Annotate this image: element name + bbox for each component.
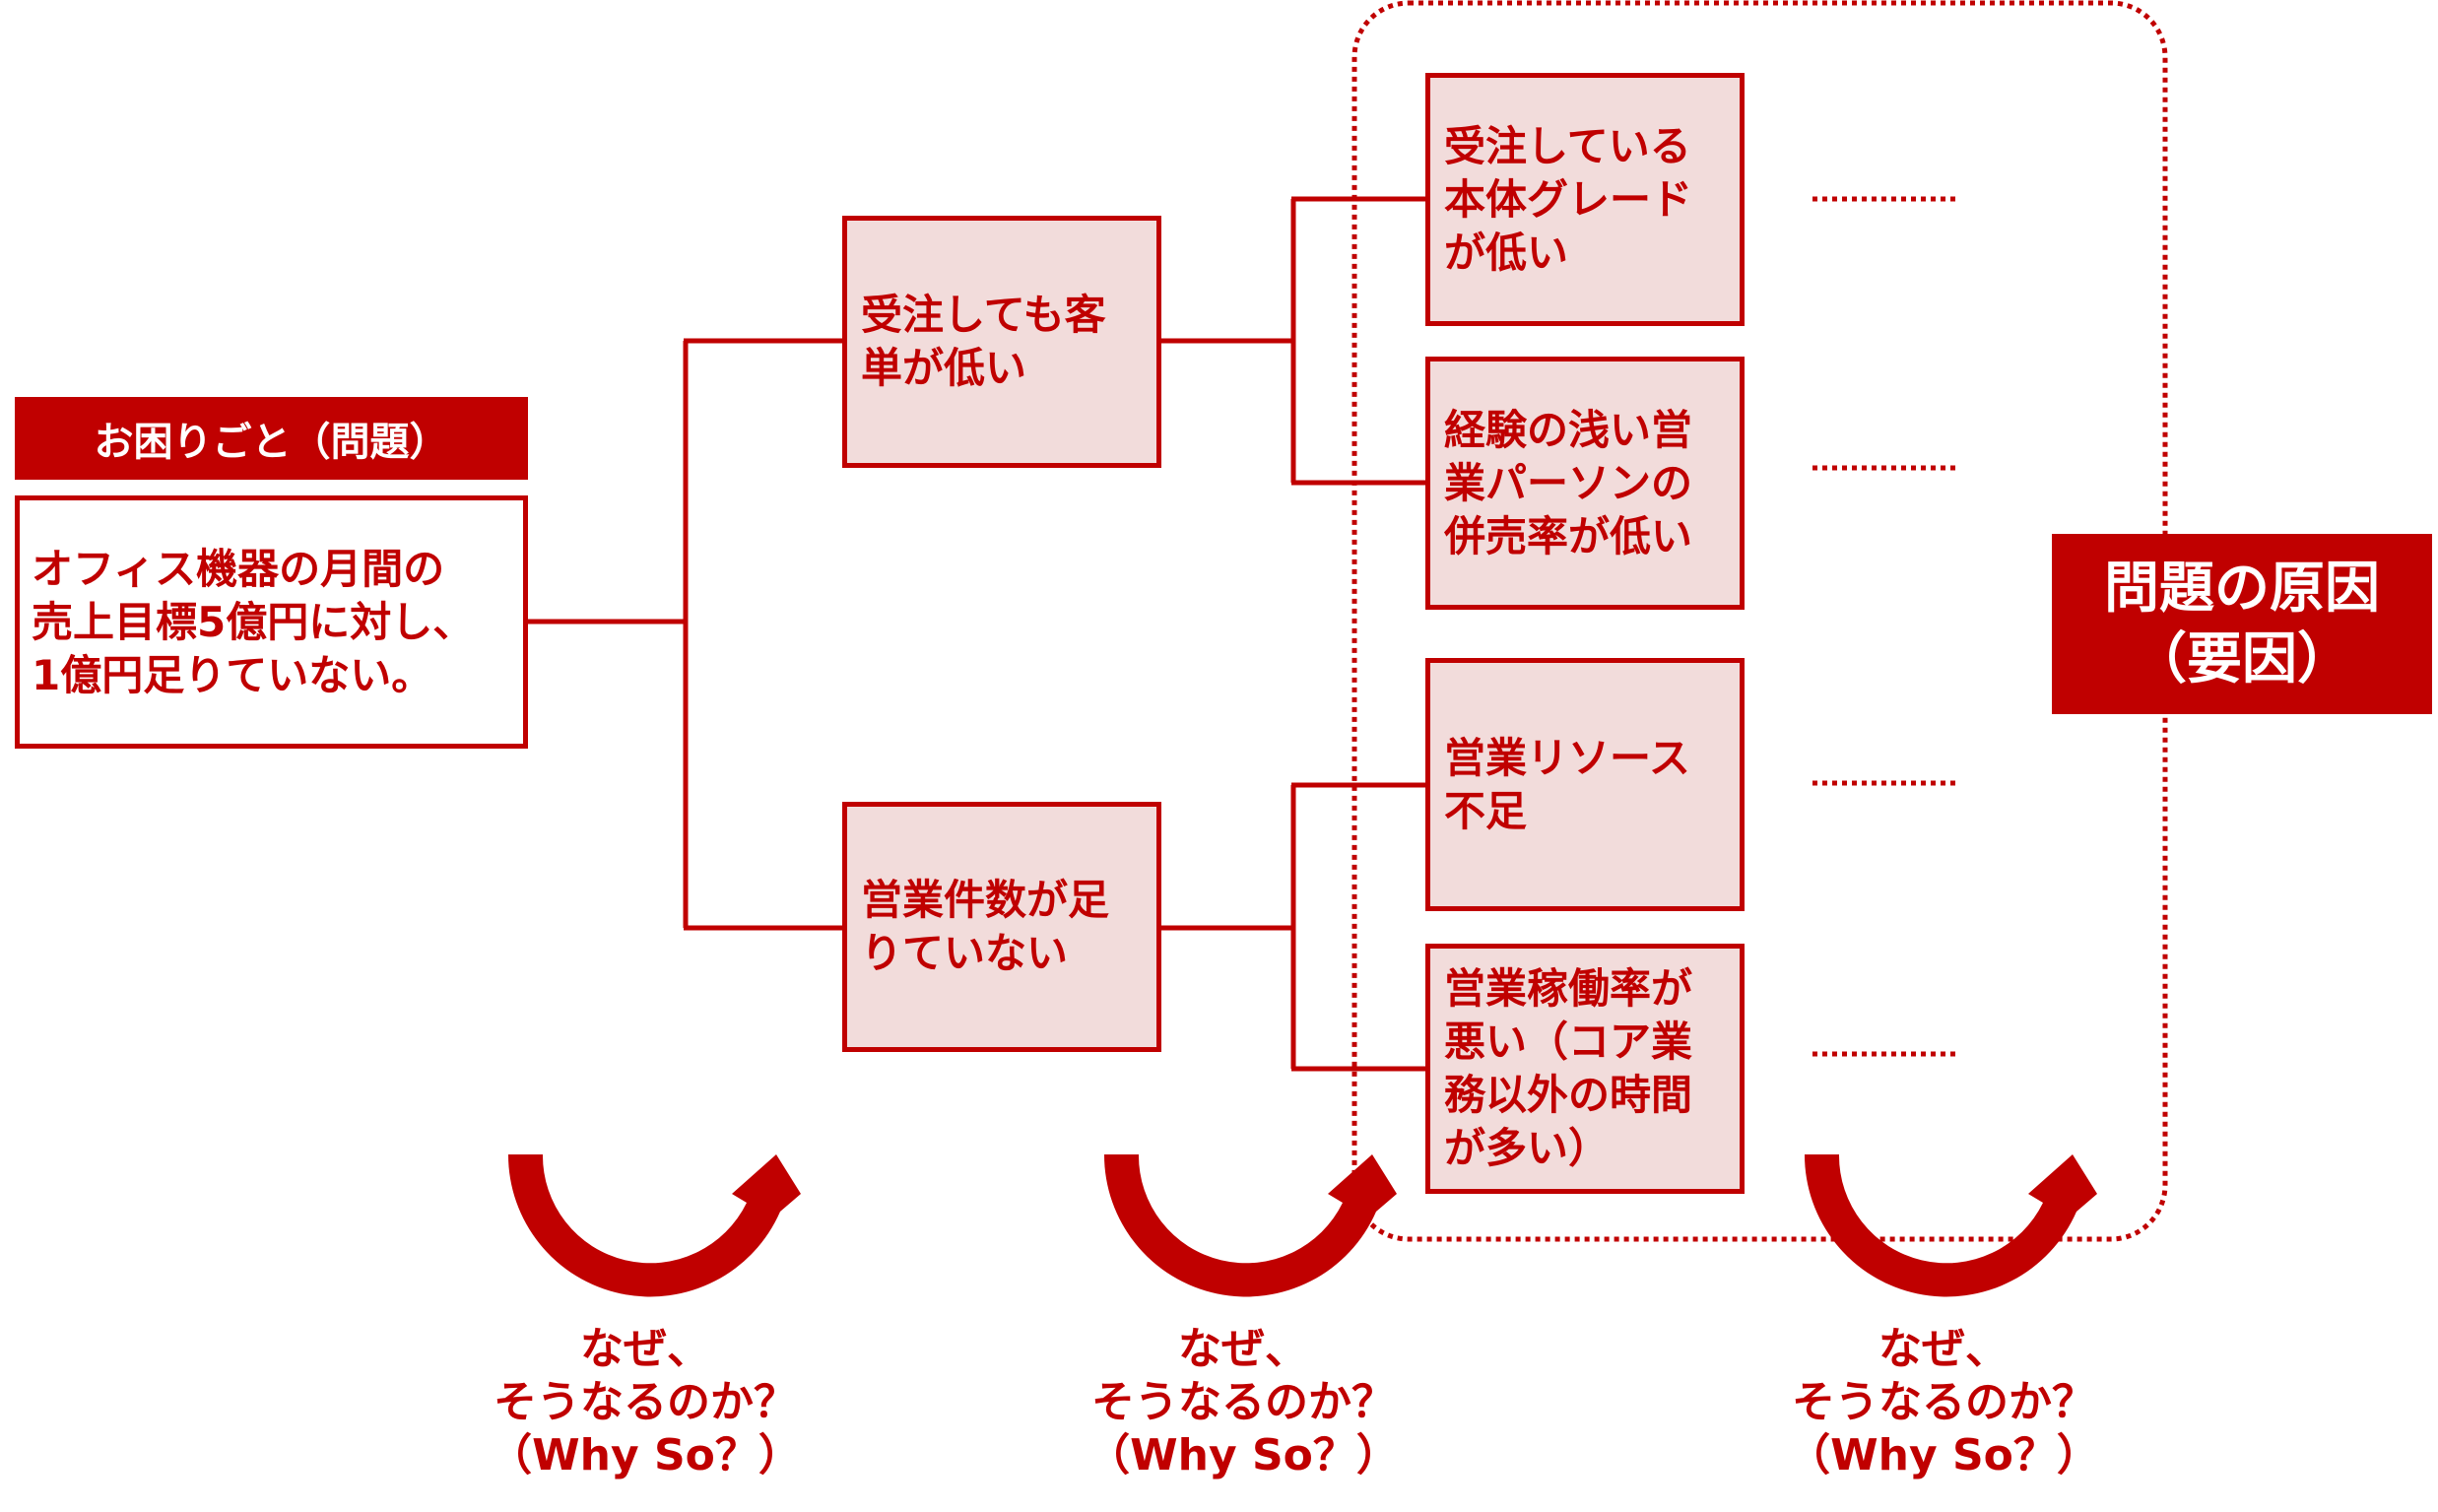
why-so-caption-1: なぜ、 そうなるのか？ （Why So？） (438, 1323, 852, 1482)
curved-arrow-icon (507, 1154, 801, 1297)
node-line: が多い） (1444, 1124, 1611, 1172)
level1-node-2: 営業件数が足 りていない (842, 802, 1161, 1052)
node-line: 併売率が低い (1444, 511, 1693, 560)
level1-node-1: 受注しても客 単が低い (842, 216, 1161, 468)
why-so-line: （Why So？） (489, 1430, 802, 1480)
node-line: 業パーソンの (1444, 458, 1693, 507)
level2-node-2: 経験の浅い営 業パーソンの 併売率が低い (1425, 357, 1745, 610)
node-line: 務以外の時間 (1444, 1071, 1693, 1119)
node-line: 本体グレード (1444, 174, 1693, 224)
node-line: が低い (1444, 228, 1569, 277)
node-line: 受注している (1444, 121, 1691, 170)
node-line: 単が低い (861, 344, 1027, 392)
problem-header: お困りごと（問題） (15, 397, 528, 480)
problem-line: 売上目標5億円に対し、 (32, 597, 475, 646)
node-line: 経験の浅い営 (1444, 405, 1693, 454)
why-so-line: なぜ、 (1878, 1324, 2009, 1374)
cause-label-line: （要因） (2132, 626, 2352, 691)
cause-label: 問題の原因 （要因） (2052, 534, 2432, 714)
level2-node-1: 受注している 本体グレード が低い (1425, 73, 1745, 326)
problem-box: オフィス機器の月間の 売上目標5億円に対し、 1億円足りていない。 (15, 495, 528, 749)
tree-connectors (527, 196, 1427, 1072)
node-line: 受注しても客 (861, 291, 1106, 339)
why-so-line: なぜ、 (580, 1324, 710, 1374)
why-so-line: （Why So？） (1787, 1430, 2100, 1480)
curved-arrow-icon (1804, 1154, 2097, 1297)
why-so-line: そうなるのか？ (1792, 1377, 2095, 1427)
continuation-markers (1812, 196, 1960, 1057)
node-line: 営業件数が足 (861, 876, 1110, 924)
why-so-line: なぜ、 (1178, 1324, 1308, 1374)
level2-node-3: 営業リソース 不足 (1425, 658, 1745, 911)
why-arrows (507, 1154, 2097, 1297)
curved-arrow-icon (1103, 1154, 1397, 1297)
level2-node-4: 営業稼働率が 悪い（コア業 務以外の時間 が多い） (1425, 944, 1745, 1194)
problem-header-text: お困りごと（問題） (94, 420, 449, 465)
problem-line: 1億円足りていない。 (32, 650, 433, 699)
node-line: りていない (861, 929, 1069, 977)
node-line: 営業リソース (1444, 733, 1690, 782)
problem-line: オフィス機器の月間の (32, 544, 445, 593)
node-line: 不足 (1444, 786, 1528, 835)
node-line: 営業稼働率が (1444, 964, 1693, 1013)
node-line: 悪い（コア業 (1444, 1018, 1693, 1066)
cause-label-line: 問題の原因 (2104, 556, 2380, 621)
why-so-line: （Why So？） (1087, 1430, 1400, 1480)
why-so-caption-3: なぜ、 そうなるのか？ （Why So？） (1737, 1323, 2150, 1482)
why-so-line: そうなるのか？ (494, 1377, 797, 1427)
why-so-line: そうなるのか？ (1091, 1377, 1395, 1427)
why-so-caption-2: なぜ、 そうなるのか？ （Why So？） (1036, 1323, 1450, 1482)
